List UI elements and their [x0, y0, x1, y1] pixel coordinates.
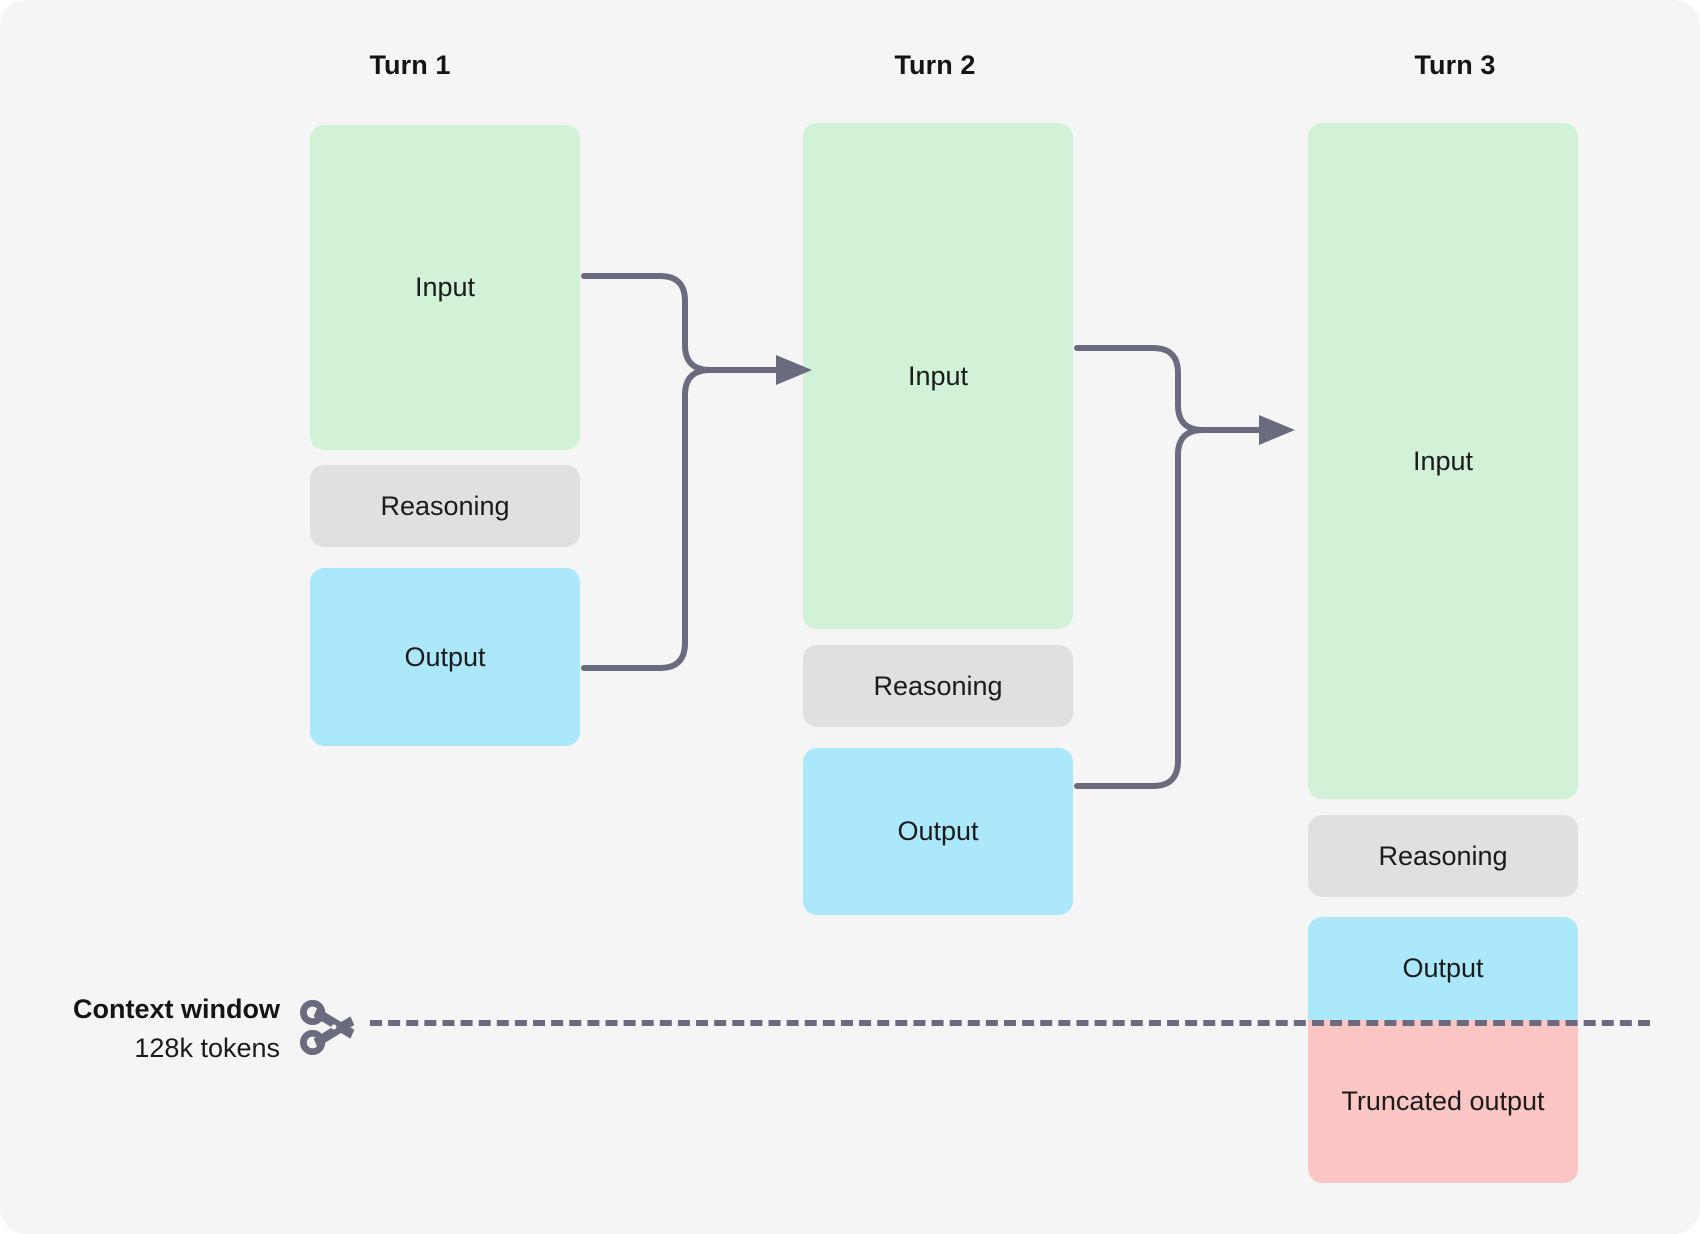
turn-3-truncated-output-block: Truncated output [1308, 1020, 1578, 1183]
turn-1-reasoning-block: Reasoning [310, 465, 580, 547]
context-window-cut-line [370, 1020, 1650, 1026]
column-header-turn-3: Turn 3 [1414, 50, 1496, 80]
connector-turn1-to-turn2 [581, 273, 812, 671]
turn-2-output-block: Output [803, 748, 1073, 915]
connector-turn2-to-turn3 [1074, 345, 1295, 789]
turn-1-input-block: Input [310, 125, 580, 450]
turn-3-reasoning-block: Reasoning [1308, 815, 1578, 897]
arrowhead-turn3 [1259, 415, 1295, 445]
context-window-subtitle: 128k tokens [134, 1033, 280, 1064]
turn-3-input-block: Input [1308, 123, 1578, 799]
turn-3-output-block: Output [1308, 917, 1578, 1020]
turn-2-input-block: Input [803, 123, 1073, 629]
column-header-turn-2: Turn 2 [894, 50, 976, 80]
column-header-turn-1: Turn 1 [369, 50, 451, 80]
turn-1-output-block: Output [310, 568, 580, 746]
context-window-title: Context window [73, 994, 280, 1024]
scissors-icon [300, 999, 355, 1056]
context-window-label: Context window 128k tokens [30, 990, 280, 1068]
turn-2-reasoning-block: Reasoning [803, 645, 1073, 727]
